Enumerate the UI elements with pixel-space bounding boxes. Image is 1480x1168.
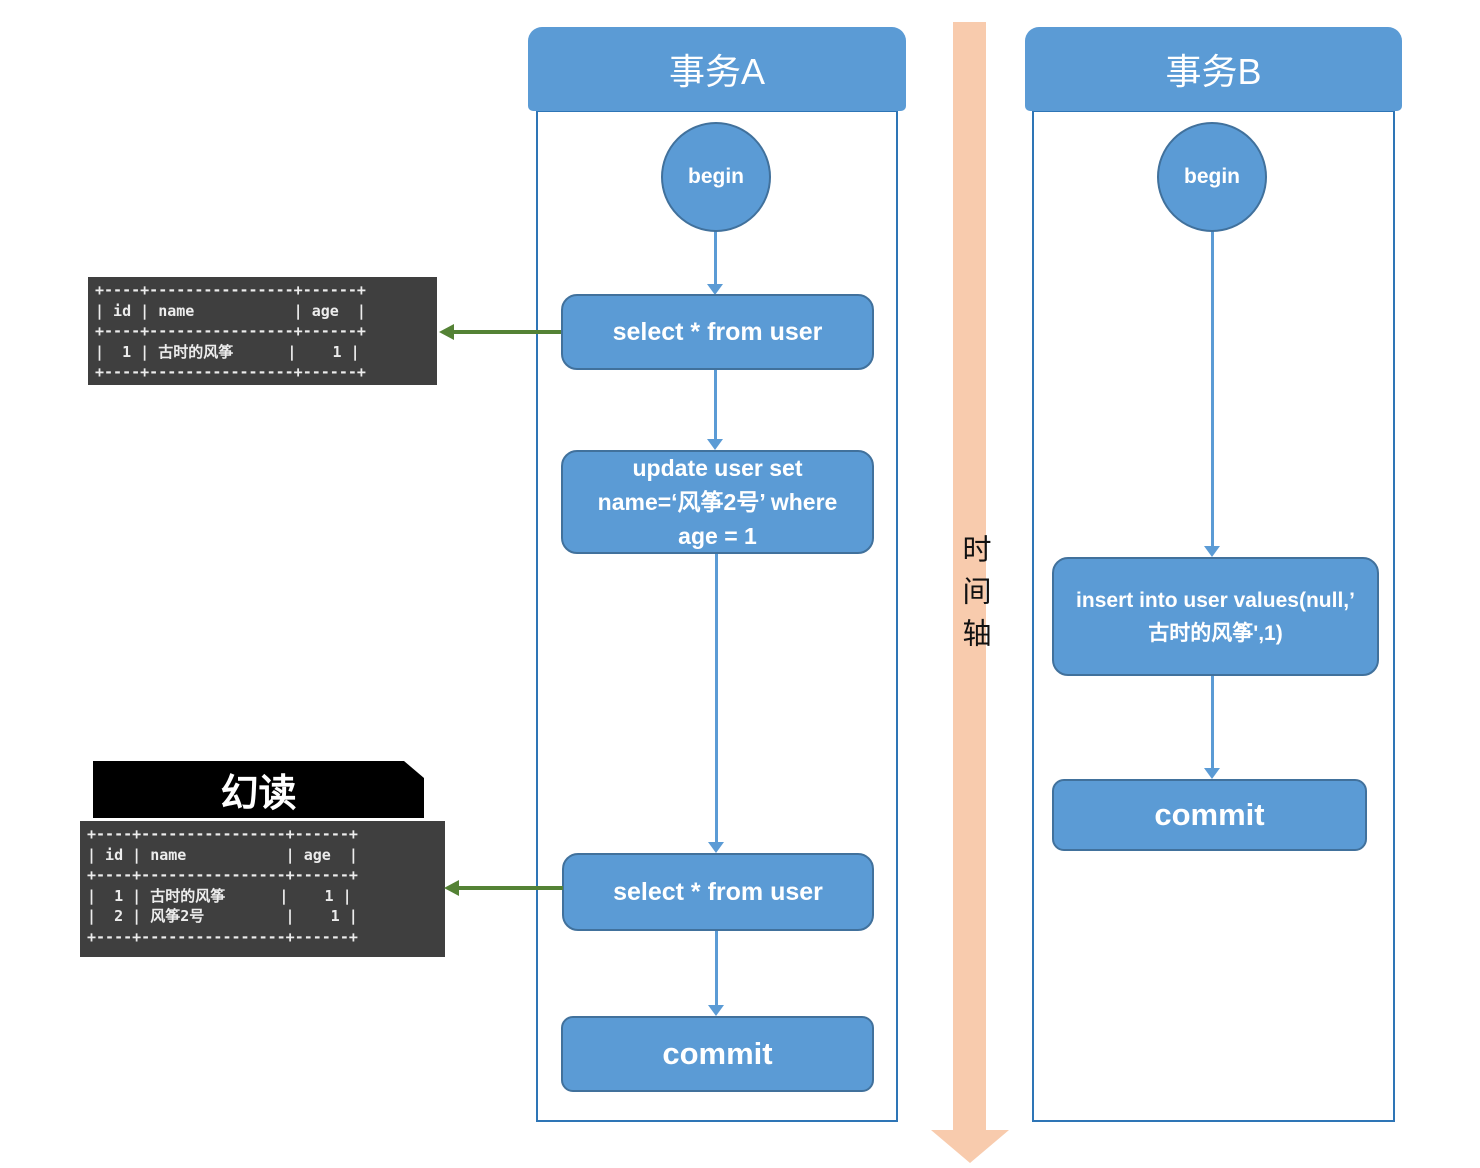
update-line-2: name=‘风筝2号’ where	[597, 489, 838, 515]
query-result-table-1: +----+----------------+------+ | id | na…	[88, 277, 437, 385]
transaction-b-commit-node: commit	[1052, 779, 1367, 851]
begin-label: begin	[688, 165, 744, 188]
transaction-b-title: 事务B	[1165, 51, 1262, 92]
timeline-label: 时间轴	[958, 534, 992, 660]
transaction-a-commit-node: commit	[561, 1016, 874, 1092]
transaction-a-title: 事务A	[668, 51, 765, 92]
update-line-1: update user set	[632, 455, 803, 481]
transaction-a-begin-node: begin	[661, 122, 771, 232]
insert-line-2: 古时的风筝',1)	[1148, 621, 1283, 645]
select-from-user-node-1: select * from user	[561, 294, 874, 370]
insert-into-user-node: insert into user values(null,’ 古时的风筝',1)	[1052, 557, 1379, 676]
phantom-read-text: 幻读	[220, 770, 297, 815]
result-arrow-line-2	[458, 886, 563, 890]
left-arrow-icon	[444, 880, 459, 896]
query-result-table-2: +----+----------------+------+ | id | na…	[80, 821, 445, 957]
connector-a-begin-to-select1	[714, 230, 717, 286]
phantom-read-label: 幻读	[93, 761, 424, 818]
connector-b-begin-to-insert	[1211, 230, 1214, 547]
commit-a-label: commit	[662, 1036, 773, 1071]
down-arrow-icon	[1204, 546, 1220, 557]
connector-a-update-to-select2	[715, 552, 718, 843]
select-from-user-node-2: select * from user	[562, 853, 874, 931]
begin-label: begin	[1184, 165, 1240, 188]
transaction-b-header: 事务B	[1025, 27, 1402, 111]
commit-b-label: commit	[1154, 797, 1265, 832]
timeline-bar	[953, 22, 986, 1130]
connector-b-insert-to-commit	[1211, 674, 1214, 769]
update-user-node: update user set name=‘风筝2号’ where age = …	[561, 450, 874, 554]
down-arrow-icon	[707, 439, 723, 450]
insert-line-1: insert into user values(null,’	[1076, 588, 1355, 612]
down-arrow-icon	[708, 842, 724, 853]
down-arrow-icon	[1204, 768, 1220, 779]
connector-a-select2-to-commit	[715, 929, 718, 1006]
down-arrow-icon	[707, 284, 723, 295]
update-line-3: age = 1	[678, 523, 757, 549]
select2-label: select * from user	[613, 877, 823, 906]
transaction-a-header: 事务A	[528, 27, 906, 111]
timeline-down-arrow-icon	[931, 1130, 1009, 1163]
select1-label: select * from user	[612, 317, 823, 346]
down-arrow-icon	[708, 1005, 724, 1016]
left-arrow-icon	[439, 324, 454, 340]
result-arrow-line-1	[453, 330, 561, 334]
connector-a-select1-to-update	[714, 368, 717, 440]
transaction-b-begin-node: begin	[1157, 122, 1267, 232]
